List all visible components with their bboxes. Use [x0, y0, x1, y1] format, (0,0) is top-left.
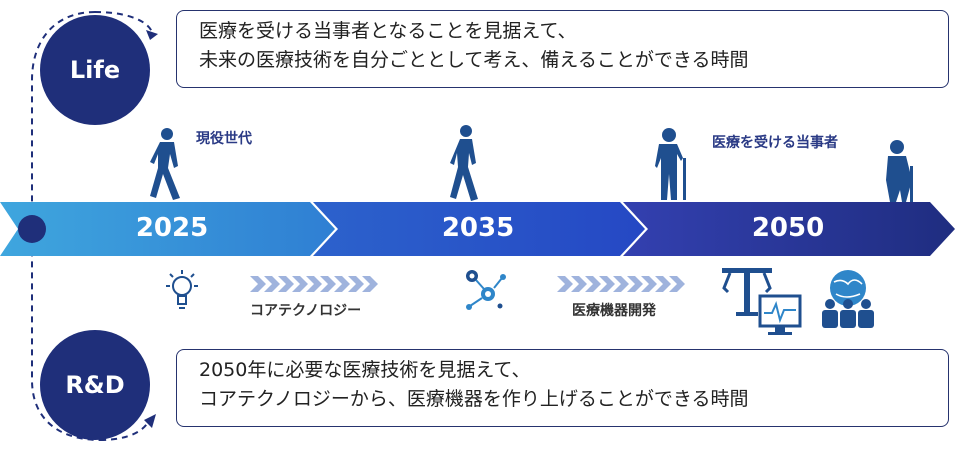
rnd-badge: R&D [40, 330, 150, 440]
life-badge: Life [40, 15, 150, 125]
year-2025: 2025 [135, 213, 209, 243]
global-medical-team-icon [822, 270, 874, 328]
walking-person-icon-2 [450, 125, 478, 201]
year-2050: 2050 [751, 213, 825, 243]
robot-arm-monitor-icon [722, 268, 802, 335]
progress-chevrons-1 [250, 276, 378, 292]
arrow-segment-2035 [313, 202, 645, 256]
rnd-description-line1: 2050年に必要な医療技術を見据えて、 [199, 359, 531, 381]
year-2035: 2035 [441, 213, 515, 243]
arrow-segment-2025 [0, 202, 335, 256]
walking-person-icon [150, 128, 180, 200]
stage-label-working: 現役世代 [196, 131, 252, 147]
life-description-line1: 医療を受ける当事者となることを見据えて、 [199, 20, 577, 42]
elderly-woman-cane-icon [886, 140, 913, 202]
arrow-segment-2050 [623, 202, 955, 256]
timeline-start-dot [18, 215, 46, 243]
phase-label-device-dev: 医療機器開発 [572, 303, 656, 319]
lightbulb-icon [166, 270, 198, 309]
rnd-label: R&D [65, 371, 125, 399]
arrowhead-bottom [144, 414, 156, 428]
life-label: Life [69, 56, 121, 84]
progress-chevrons-2 [557, 276, 685, 292]
elderly-person-cane-icon [655, 128, 686, 200]
rnd-description-line2: コアテクノロジーから、医療機器を作り上げることができる時間 [199, 388, 749, 410]
life-description-box: 医療を受ける当事者となることを見据えて、 未来の医療技術を自分ごととして考え、備… [176, 10, 949, 88]
arrowhead-top [146, 30, 158, 40]
gears-network-icon [466, 270, 506, 310]
phase-label-core-tech: コアテクノロジー [250, 303, 362, 319]
rnd-description-box: 2050年に必要な医療技術を見据えて、 コアテクノロジーから、医療機器を作り上げ… [176, 349, 949, 427]
life-description-line2: 未来の医療技術を自分ごととして考え、備えることができる時間 [199, 49, 749, 71]
stage-label-patient: 医療を受ける当事者 [712, 135, 838, 151]
